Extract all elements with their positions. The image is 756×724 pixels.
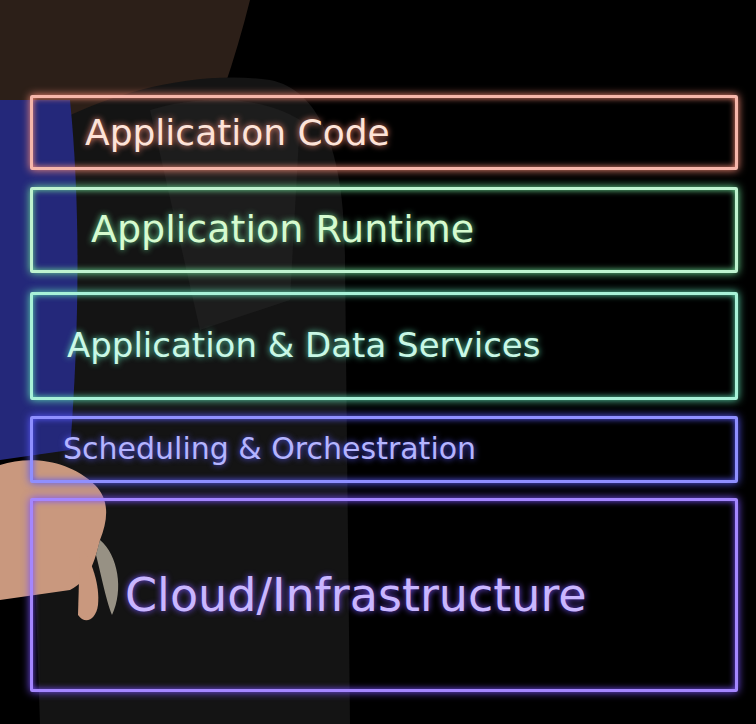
stack-layer-box: Scheduling & Orchestration — [30, 416, 738, 483]
stack-layer-box: Application Code — [30, 95, 738, 170]
leather-jacket — [30, 77, 350, 724]
layer-label: Scheduling & Orchestration — [63, 432, 723, 467]
layer-label: Cloud/Infrastructure — [125, 569, 723, 622]
layer-label: Application & Data Services — [67, 326, 723, 365]
blue-top — [0, 100, 78, 460]
stack-layer-box: Application & Data Services — [30, 292, 738, 400]
stack-layer-box: Application Runtime — [30, 187, 738, 273]
bracelet — [96, 540, 118, 615]
finger — [78, 545, 98, 620]
layer-label: Application Runtime — [91, 208, 723, 252]
stack-layer-box: Cloud/Infrastructure — [30, 498, 738, 692]
layer-label: Application Code — [85, 112, 723, 153]
